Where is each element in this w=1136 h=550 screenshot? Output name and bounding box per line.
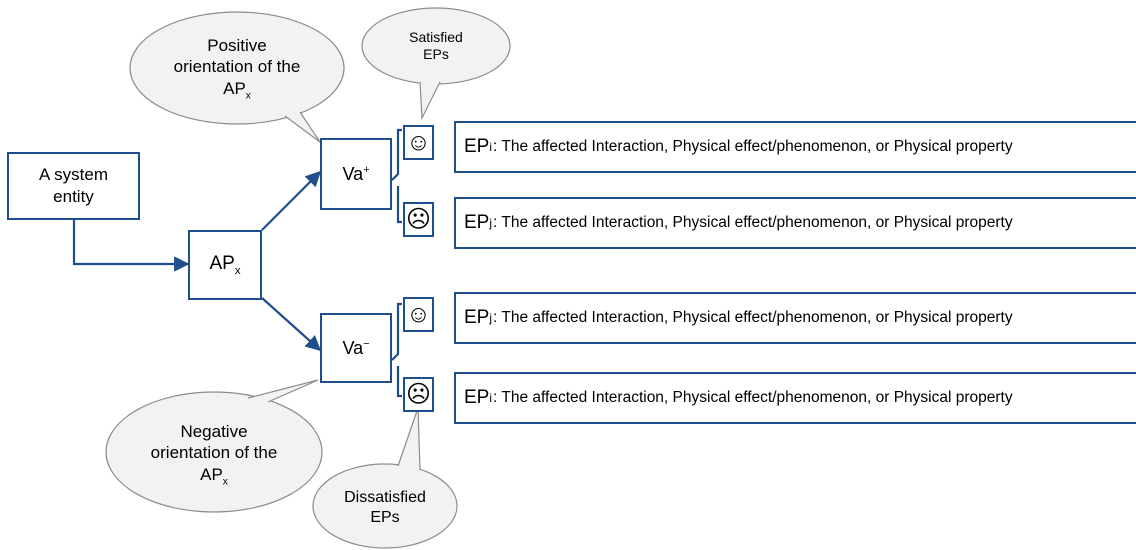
va-minus-box: Va− bbox=[320, 313, 392, 383]
callout-positive-line3: AP bbox=[223, 78, 246, 98]
ep-desc: : The affected Interaction, Physical eff… bbox=[493, 389, 1013, 406]
va-plus-label: Va bbox=[342, 163, 364, 184]
ep-main: EP bbox=[464, 212, 490, 233]
ep-main: EP bbox=[464, 307, 490, 328]
callout-negative-line3-wrap: APx bbox=[151, 464, 278, 489]
va-plus-box: Va+ bbox=[320, 138, 392, 210]
ap-box: APx bbox=[188, 230, 262, 300]
ap-sub: x bbox=[234, 264, 241, 277]
connector-ap-to-va-plus bbox=[261, 170, 322, 231]
va-plus-wrap: Va+ bbox=[343, 164, 370, 185]
sad-face-glyph: ☹ bbox=[405, 381, 432, 408]
callout-negative-line3: AP bbox=[200, 464, 223, 484]
connector-entity-to-ap bbox=[72, 220, 190, 272]
callout-negative: Negative orientation of the APx bbox=[126, 418, 302, 492]
sad-face-icon: ☹ bbox=[403, 202, 434, 237]
callout-negative-line1: Negative bbox=[180, 422, 248, 442]
callout-positive-line1: Positive bbox=[207, 36, 267, 56]
callout-satisfied-line2: EPs bbox=[423, 46, 449, 62]
callout-positive-line3-wrap: APx bbox=[174, 78, 301, 103]
connector-ap-to-va-minus bbox=[261, 297, 322, 352]
callout-satisfied-shape bbox=[361, 7, 511, 121]
happy-face-icon: ☺ bbox=[403, 297, 434, 332]
callout-positive-shape bbox=[129, 11, 345, 143]
va-minus-sign: − bbox=[363, 337, 370, 350]
callout-negative-shape bbox=[105, 379, 323, 513]
callout-negative-line2: orientation of the bbox=[150, 443, 278, 463]
callout-positive-line2: orientation of the bbox=[173, 57, 301, 77]
ep-sub: i bbox=[489, 391, 493, 405]
ap-label-wrap: APx bbox=[209, 253, 240, 277]
ap-label: AP bbox=[209, 253, 235, 275]
sad-face-glyph: ☹ bbox=[405, 206, 432, 233]
callout-dissatisfied: Dissatisfied EPs bbox=[325, 486, 445, 530]
ep-sub: i bbox=[489, 140, 493, 154]
ep-sub: j bbox=[489, 216, 493, 230]
callout-dissatisfied-line1: Dissatisfied bbox=[344, 489, 426, 506]
happy-face-glyph: ☺ bbox=[406, 300, 431, 328]
callout-dissatisfied-shape bbox=[312, 407, 458, 549]
system-entity-box: A system entity bbox=[7, 152, 140, 220]
va-minus-label: Va bbox=[342, 337, 364, 358]
callout-positive: Positive orientation of the APx bbox=[150, 22, 324, 116]
ep-desc: : The affected Interaction, Physical eff… bbox=[493, 214, 1013, 231]
callout-satisfied-line1: Satisfied bbox=[409, 28, 463, 45]
happy-face-icon: ☺ bbox=[403, 125, 434, 160]
sad-face-icon: ☹ bbox=[403, 377, 434, 412]
callout-negative-sub: x bbox=[222, 476, 228, 488]
ep-main: EP bbox=[464, 136, 490, 157]
system-entity-label: A system entity bbox=[39, 164, 108, 206]
va-plus-sign: + bbox=[363, 163, 370, 176]
va-minus-wrap: Va− bbox=[343, 338, 370, 359]
callout-satisfied: Satisfied EPs bbox=[380, 22, 492, 70]
bracket-va-plus bbox=[391, 128, 402, 224]
happy-face-glyph: ☺ bbox=[406, 128, 431, 156]
ep-sub: j bbox=[489, 311, 493, 325]
ep-desc: : The affected Interaction, Physical eff… bbox=[493, 309, 1013, 326]
ep-main: EP bbox=[464, 387, 490, 408]
callout-dissatisfied-line2: EPs bbox=[370, 509, 400, 526]
bracket-va-minus bbox=[391, 302, 402, 398]
callout-positive-sub: x bbox=[245, 90, 251, 102]
ep-desc: : The affected Interaction, Physical eff… bbox=[493, 138, 1013, 155]
